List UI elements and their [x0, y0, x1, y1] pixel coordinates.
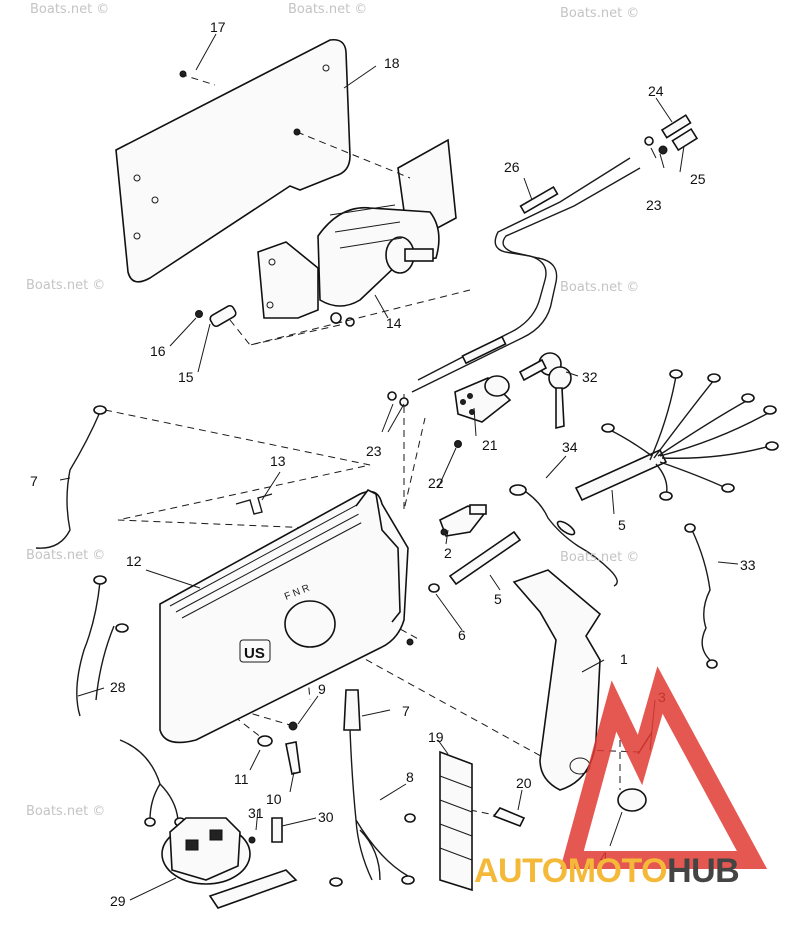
watermark: Boats.net ©	[26, 278, 106, 293]
callout-12: 12	[126, 553, 142, 569]
callout-21: 21	[482, 437, 498, 453]
callout-28: 28	[110, 679, 126, 695]
watermark: Boats.net ©	[26, 804, 106, 819]
callout-31: 31	[248, 805, 264, 821]
lead-wires	[76, 575, 416, 887]
callout-5: 5	[618, 517, 626, 533]
mounting-plate	[115, 38, 351, 283]
callout-16: 16	[150, 343, 166, 359]
stop-and-screw	[195, 304, 237, 328]
panel-badge: US	[244, 645, 265, 662]
neutral-switch	[438, 504, 487, 537]
callout-23b: 23	[366, 443, 382, 459]
callout-20: 20	[516, 775, 532, 791]
control-mechanism	[257, 138, 457, 327]
control-housing: US F N R	[159, 488, 409, 744]
wire-sleeves	[448, 448, 668, 586]
callout-13: 13	[270, 453, 286, 469]
callout-22: 22	[428, 475, 444, 491]
watermark: Boats.net ©	[26, 548, 106, 563]
lead-wire-upper	[35, 405, 107, 549]
brand-part2: HUB	[667, 852, 740, 890]
callout-9: 9	[318, 681, 326, 697]
watermark: Boats.net ©	[30, 2, 110, 17]
callout-1: 1	[620, 651, 628, 667]
callout-6: 6	[458, 627, 466, 643]
brand-part1: AUTOMOTO	[474, 852, 668, 890]
callout-15: 15	[178, 369, 194, 385]
jumper-wire	[684, 523, 718, 669]
control-cables	[411, 157, 641, 393]
callout-23: 23	[646, 197, 662, 213]
callout-32: 32	[582, 369, 598, 385]
brand-wordmark: AUTOMOTOHUB	[474, 852, 740, 891]
callout-29: 29	[110, 893, 126, 909]
callout-24: 24	[648, 83, 664, 99]
watermark: Boats.net ©	[560, 550, 640, 565]
ignition-keys	[518, 352, 572, 430]
callout-25: 25	[690, 171, 706, 187]
lanyard	[509, 484, 618, 587]
cable-ends	[387, 114, 699, 407]
callout-5b: 5	[494, 591, 502, 607]
bolt	[492, 807, 526, 828]
callout-17: 17	[210, 19, 226, 35]
callout-7: 7	[30, 473, 38, 489]
ignition-switch	[454, 375, 512, 448]
warning-horn	[161, 817, 298, 909]
watermark: Boats.net ©	[288, 2, 368, 17]
watermark: Boats.net ©	[560, 280, 640, 295]
callout-2: 2	[444, 545, 452, 561]
terminal-block	[439, 750, 473, 892]
callout-26: 26	[504, 159, 520, 175]
automotohub-logo-mark	[560, 666, 768, 869]
callout-34: 34	[562, 439, 578, 455]
callout-14: 14	[386, 315, 402, 331]
callout-11: 11	[234, 771, 249, 787]
callouts: 17 18 24 26 23 25 16 15 14 32 7 23 21 13…	[30, 19, 756, 909]
callout-8: 8	[406, 769, 414, 785]
leader-lines	[59, 33, 739, 901]
wiring-harness	[601, 369, 779, 501]
watermark: Boats.net ©	[560, 6, 640, 21]
clip	[235, 493, 273, 515]
callout-10: 10	[266, 791, 282, 807]
callout-7b: 7	[402, 703, 410, 719]
fasteners	[257, 583, 440, 775]
callout-18: 18	[384, 55, 400, 71]
callout-33: 33	[740, 557, 756, 573]
callout-19: 19	[428, 729, 444, 745]
control-handle	[512, 569, 653, 812]
callout-30: 30	[318, 809, 334, 825]
